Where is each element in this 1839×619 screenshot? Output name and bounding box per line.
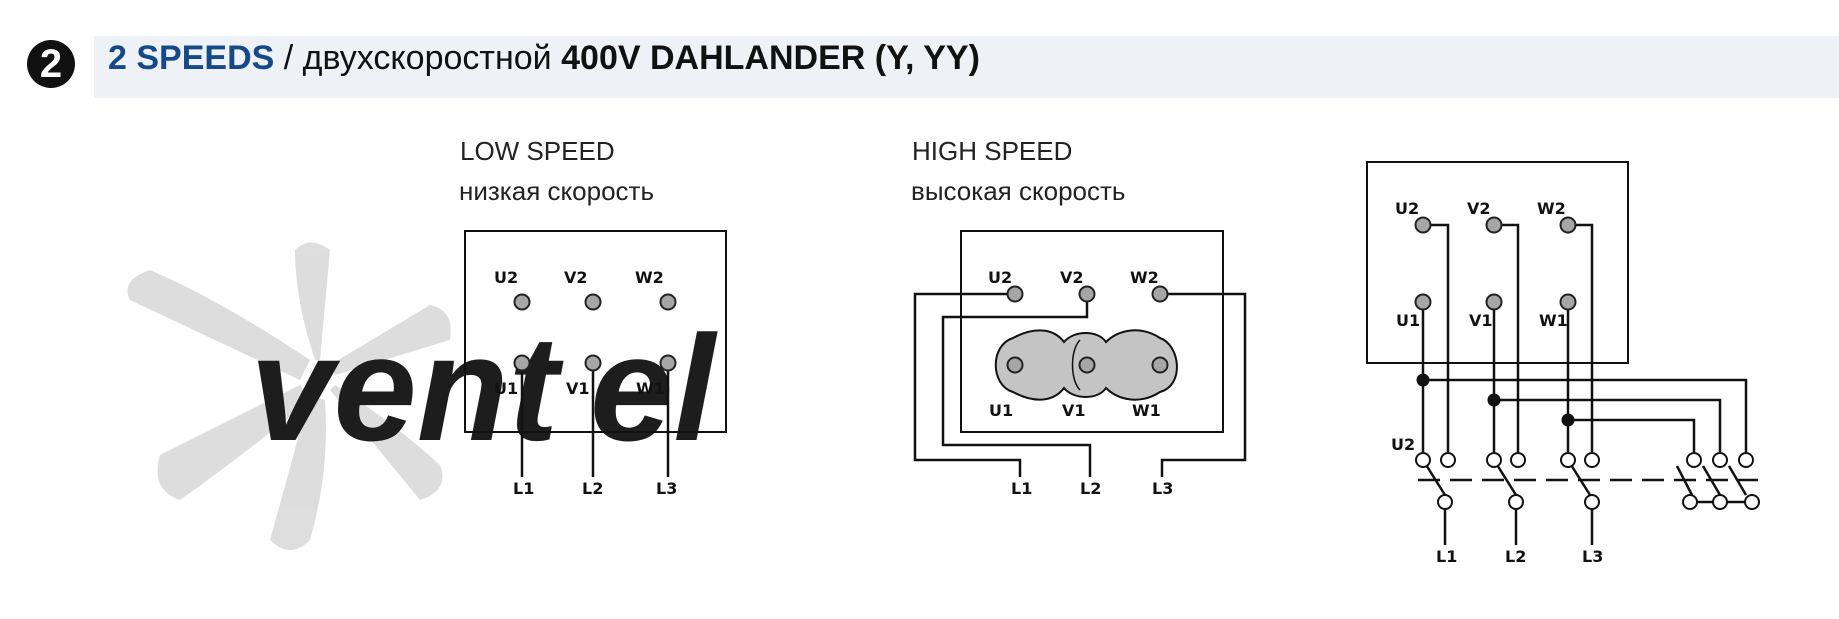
switch-label-w1: W1 bbox=[1539, 311, 1568, 330]
switch-contact-top-9 bbox=[1738, 452, 1754, 468]
switch-label-u2-contact: U2 bbox=[1391, 435, 1415, 454]
switch-terminal-w1 bbox=[1559, 293, 1577, 311]
high-label-u1: U1 bbox=[989, 401, 1013, 420]
low-label-l1: L1 bbox=[513, 479, 534, 498]
switch-wire-v2 bbox=[1494, 223, 1520, 452]
high-label-w2: W2 bbox=[1130, 268, 1159, 287]
high-terminal-w1 bbox=[1151, 356, 1169, 374]
title-spec: 400V DAHLANDER (Y, YY) bbox=[561, 39, 980, 77]
switch-label-u1: U1 bbox=[1396, 311, 1420, 330]
high-label-l3: L3 bbox=[1152, 479, 1173, 498]
low-speed-label-en: LOW SPEED bbox=[460, 136, 615, 166]
switch-contact-bottom-5 bbox=[1712, 494, 1728, 510]
title-separator: / bbox=[274, 39, 303, 77]
low-label-l3: L3 bbox=[656, 479, 677, 498]
low-terminal-w2 bbox=[659, 293, 677, 311]
high-terminal-v1 bbox=[1078, 356, 1096, 374]
low-label-w2: W2 bbox=[635, 268, 664, 287]
high-speed-wire-l1 bbox=[913, 292, 1022, 477]
switch-contact-top-7 bbox=[1686, 452, 1702, 468]
ventel-logo-watermark: vent el bbox=[127, 242, 718, 550]
switch-contact-top-5 bbox=[1560, 452, 1576, 468]
switch-label-v1: V1 bbox=[1469, 311, 1493, 330]
low-terminal-w1 bbox=[659, 354, 677, 372]
switch-contact-top-8 bbox=[1712, 452, 1728, 468]
switch-bus-2 bbox=[1494, 398, 1722, 452]
switch-terminal-box bbox=[1366, 161, 1629, 364]
high-label-l2: L2 bbox=[1080, 479, 1101, 498]
junction-dot-2 bbox=[1487, 393, 1501, 407]
switch-label-u2: U2 bbox=[1395, 199, 1419, 218]
switch-contact-top-4 bbox=[1510, 452, 1526, 468]
switch-terminal-u1 bbox=[1414, 293, 1432, 311]
switch-contact-bottom-4 bbox=[1682, 494, 1698, 510]
switch-contact-top-3 bbox=[1486, 452, 1502, 468]
switch-blade-4 bbox=[1675, 465, 1694, 496]
switch-label-w2: W2 bbox=[1537, 199, 1566, 218]
high-label-v1: V1 bbox=[1062, 401, 1086, 420]
switch-terminal-w2 bbox=[1559, 216, 1577, 234]
switch-label-l3: L3 bbox=[1582, 547, 1603, 566]
high-terminal-v2 bbox=[1078, 285, 1096, 303]
low-terminal-u2 bbox=[513, 293, 531, 311]
switch-wire-u2 bbox=[1423, 223, 1450, 452]
high-label-w1: W1 bbox=[1132, 401, 1161, 420]
page-title: 2 SPEEDS / двухскоростной 400V DAHLANDER… bbox=[108, 38, 980, 78]
junction-dot-3 bbox=[1561, 413, 1575, 427]
switch-diagram bbox=[1366, 161, 1760, 545]
logo-text-el: el bbox=[590, 304, 718, 472]
high-speed-wire-l2 bbox=[941, 294, 1092, 477]
switch-label-l2: L2 bbox=[1505, 547, 1526, 566]
low-speed-label-ru: низкая скорость bbox=[459, 176, 655, 206]
low-label-v2: V2 bbox=[564, 268, 588, 287]
high-label-u2: U2 bbox=[988, 268, 1012, 287]
low-speed-terminal-box bbox=[464, 230, 727, 433]
step-number-badge: 2 bbox=[27, 40, 75, 88]
switch-terminal-v1 bbox=[1485, 293, 1503, 311]
high-label-l1: L1 bbox=[1011, 479, 1032, 498]
logo-text-vent: vent bbox=[250, 304, 564, 472]
switch-contact-bottom-1 bbox=[1437, 494, 1453, 510]
high-terminal-w2 bbox=[1151, 285, 1169, 303]
low-label-w1: W1 bbox=[636, 379, 665, 398]
switch-contact-top-1 bbox=[1415, 452, 1431, 468]
switch-bus-1 bbox=[1423, 378, 1748, 452]
switch-blade-6 bbox=[1727, 465, 1748, 496]
low-terminal-v2 bbox=[584, 293, 602, 311]
high-speed-label-en: HIGH SPEED bbox=[912, 136, 1073, 166]
switch-label-l1: L1 bbox=[1436, 547, 1457, 566]
low-terminal-v1 bbox=[584, 354, 602, 372]
title-speeds: 2 SPEEDS bbox=[108, 39, 275, 77]
low-label-v1: V1 bbox=[566, 379, 590, 398]
switch-contact-top-2 bbox=[1440, 452, 1456, 468]
high-speed-label-ru: высокая скорость bbox=[911, 176, 1126, 206]
high-terminal-u1 bbox=[1006, 356, 1024, 374]
low-label-u2: U2 bbox=[494, 268, 518, 287]
switch-contact-top-6 bbox=[1584, 452, 1600, 468]
high-speed-diagram bbox=[913, 230, 1247, 477]
switch-blade-5 bbox=[1701, 465, 1722, 496]
switch-terminal-v2 bbox=[1485, 216, 1503, 234]
high-terminal-u2 bbox=[1006, 285, 1024, 303]
switch-contact-bottom-3 bbox=[1584, 494, 1600, 510]
high-speed-wire-l3 bbox=[1160, 292, 1247, 477]
low-terminal-u1 bbox=[513, 354, 531, 372]
switch-contact-bottom-6 bbox=[1744, 494, 1760, 510]
high-speed-terminal-box bbox=[960, 230, 1224, 433]
switch-contact-bottom-2 bbox=[1508, 494, 1524, 510]
title-russian: двухскоростной bbox=[302, 39, 552, 77]
low-label-u1: U1 bbox=[494, 379, 518, 398]
low-label-l2: L2 bbox=[582, 479, 603, 498]
header-band bbox=[94, 36, 1839, 98]
switch-terminal-u2 bbox=[1414, 216, 1432, 234]
switch-label-v2: V2 bbox=[1467, 199, 1491, 218]
switch-bus-3 bbox=[1568, 418, 1696, 452]
high-label-v2: V2 bbox=[1060, 268, 1084, 287]
low-speed-diagram bbox=[464, 230, 727, 477]
junction-dot-1 bbox=[1416, 373, 1430, 387]
